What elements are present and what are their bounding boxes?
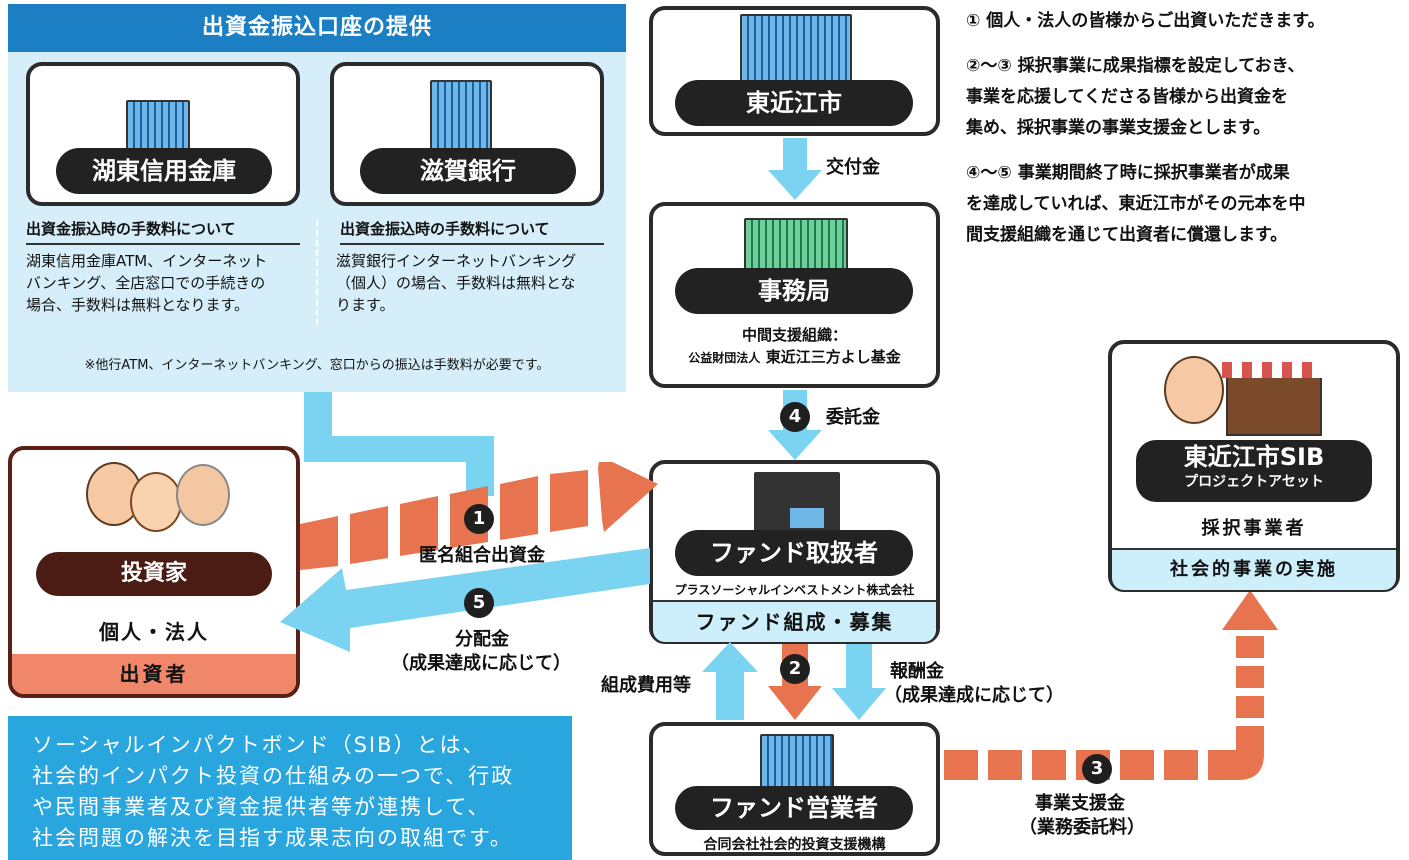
project-type: 採択事業者 [1201, 518, 1307, 539]
fund-handler-company: プラスソーシャルインベストメント株式会社 [674, 583, 915, 597]
business-support-arrow [944, 590, 1278, 780]
fund-seller-name: ファンド営業者 [675, 786, 913, 830]
bank-building-icon [430, 80, 492, 154]
reward-arrow [846, 644, 872, 692]
investor-person-icon [176, 464, 230, 526]
fund-seller-company: 合同会社社会的投資支援機構 [703, 837, 886, 853]
investor-name: 投資家 [36, 552, 272, 596]
business-support-note: （業務委託料） [1019, 817, 1145, 838]
bank-name-koto: 湖東信用金庫 [56, 148, 272, 194]
bank-name-shiga: 滋賀銀行 [360, 148, 576, 194]
fund-handler-role: ファンド組成・募集 [653, 600, 936, 642]
investor-role: 出資者 [12, 654, 296, 694]
consign-arrow-head [768, 430, 822, 460]
secretariat-org: 公益財団法人 東近江三方よし基金 [688, 348, 901, 366]
step-3-badge: 3 [1082, 754, 1112, 784]
setup-cost-arrow [716, 670, 744, 720]
bank-building-icon [126, 100, 190, 154]
anon-investment-label: 匿名組合出資金 [419, 545, 545, 566]
grant-arrow-head [768, 170, 822, 200]
secretariat-name: 事務局 [675, 268, 913, 314]
project-name: 東近江市SIB プロジェクトアセット [1136, 440, 1372, 502]
grant-arrow [783, 138, 807, 174]
business-support-label: 事業支援金 [1035, 793, 1125, 814]
step-2-arrow-head [768, 686, 822, 720]
bank-fee-title-shiga: 出資金振込時の手数料について [340, 218, 604, 245]
distribution-note: （成果達成に応じて） [391, 653, 571, 674]
reward-label: 報酬金 [890, 661, 944, 682]
reward-note: （成果達成に応じて） [884, 685, 1064, 706]
bank-fee-title-koto: 出資金振込時の手数料について [26, 218, 300, 245]
city-name: 東近江市 [675, 80, 913, 126]
bank-divider [316, 220, 318, 325]
setup-cost-label: 組成費用等 [601, 675, 691, 696]
grant-label: 交付金 [826, 157, 880, 178]
bank-fee-text-koto: 湖東信用金庫ATM、インターネット バンキング、全店窓口での手続きの 場合、手数… [26, 252, 268, 314]
fund-handler-name: ファンド取扱者 [675, 530, 913, 576]
bank-panel-title: 出資金振込口座の提供 [8, 4, 626, 52]
shop-awning [1222, 362, 1322, 378]
fund-seller-building-icon [760, 734, 834, 792]
step-5-badge: 5 [464, 588, 494, 618]
investor-type: 個人・法人 [99, 620, 209, 644]
city-building-icon [740, 14, 852, 88]
explanation-notes: ① 個人・法人の皆様からご出資いただきます。 ②～③ 採択事業に成果指標を設定し… [966, 11, 1325, 245]
bank-connector [466, 436, 494, 496]
bank-connector [304, 436, 494, 462]
fund-handler-window [790, 508, 824, 528]
secretariat-building-icon [744, 218, 848, 274]
step-1-badge: 1 [464, 504, 494, 534]
sib-definition: ソーシャルインパクトボンド（SIB）とは、 社会的インパクト投資の仕組みの一つで… [8, 716, 572, 860]
bank-footnote: ※他行ATM、インターネットバンキング、窓口からの振込は手数料が必要です。 [84, 358, 550, 373]
secretariat-sub: 中間支援組織： [741, 326, 847, 344]
setup-cost-arrow-head [702, 642, 758, 672]
fund-handler-building-icon [754, 472, 840, 534]
bank-fee-text-shiga: 滋賀銀行インターネットバンキング （個人）の場合、手数料は無料とな ります。 [336, 252, 577, 314]
investor-person-icon [130, 472, 182, 532]
distribution-label: 分配金 [455, 629, 509, 650]
reward-arrow-head [832, 688, 886, 720]
consign-label: 委託金 [826, 407, 880, 428]
step-2-badge: 2 [780, 654, 810, 684]
project-person-icon [1164, 356, 1224, 424]
project-role: 社会的事業の実施 [1112, 548, 1396, 590]
step-4-badge: 4 [780, 402, 810, 432]
